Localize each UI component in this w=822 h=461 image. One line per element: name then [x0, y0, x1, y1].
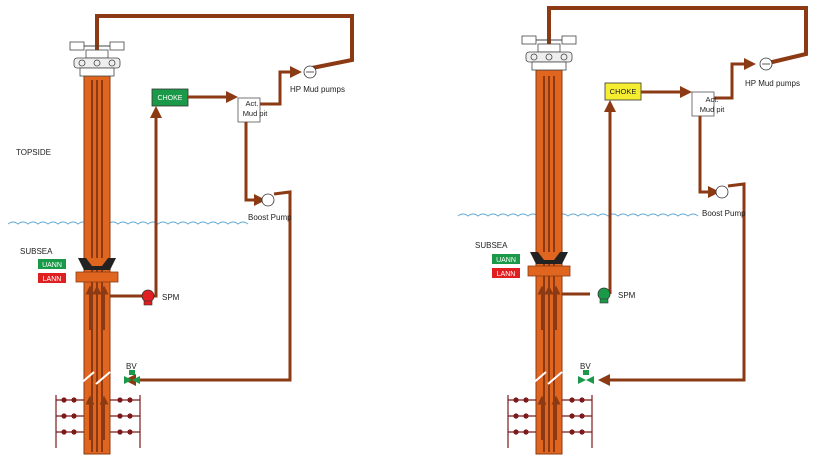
uann-badge	[38, 259, 66, 269]
bv-label: BV	[126, 362, 137, 371]
bv-valve-icon[interactable]	[124, 376, 132, 384]
boost-pump-label: Boost Pump	[702, 209, 746, 218]
spm-label: SPM	[162, 293, 180, 302]
lann-label: LANN	[43, 276, 62, 283]
rig-head	[69, 41, 125, 77]
lann-badge	[492, 268, 520, 278]
sea-surface-wave	[457, 213, 699, 217]
bv-valve-icon[interactable]	[578, 376, 586, 384]
pit-to-hp-line	[258, 66, 302, 106]
choke-label: CHOKE	[158, 95, 183, 102]
subsea-label: SUBSEA	[20, 247, 53, 256]
pit-to-boost-line	[244, 122, 266, 206]
return-line-top	[547, 6, 808, 66]
lann-badge	[38, 273, 66, 283]
hp-pumps-label: HP Mud pumps	[290, 85, 345, 94]
mud-pit-label: Mud pit	[243, 109, 269, 118]
pit-to-hp-line	[712, 58, 756, 100]
panel-left: CHOKE Act. Mud pit HP Mud pumps Boost Pu…	[7, 14, 354, 455]
annular-preventers	[527, 252, 571, 277]
boost-pump-icon[interactable]	[261, 193, 275, 207]
bv-label: BV	[580, 362, 591, 371]
uann-label: UANN	[42, 262, 62, 269]
sea-surface-wave	[7, 221, 249, 225]
wellhead-valves	[55, 395, 141, 448]
pit-to-boost-line	[698, 116, 720, 198]
active-mud-pit	[691, 91, 715, 117]
boost-line	[124, 190, 292, 386]
topside-label: TOPSIDE	[16, 148, 51, 157]
lann-label: LANN	[497, 271, 516, 278]
uann-badge	[492, 254, 520, 264]
spm-pump-icon[interactable]	[141, 289, 155, 303]
active-mud-pit	[237, 97, 261, 123]
act-label: Act.	[706, 95, 719, 104]
panel-right: CHOKE Act. Mud pit HP Mud pumps Boost Pu…	[457, 6, 808, 455]
boost-line	[598, 182, 746, 386]
boost-pump-icon[interactable]	[715, 185, 729, 199]
choke-label: CHOKE	[610, 87, 637, 96]
spm-pump-icon[interactable]	[597, 287, 611, 301]
spm-label: SPM	[618, 291, 636, 300]
act-label: Act.	[246, 99, 259, 108]
uann-label: UANN	[496, 257, 516, 264]
return-line-top	[95, 14, 354, 70]
choke-line	[110, 106, 162, 298]
wellhead-valves	[507, 395, 593, 448]
boost-pump-label: Boost Pump	[248, 213, 292, 222]
subsea-label: SUBSEA	[475, 241, 508, 250]
mud-pit-label: Mud pit	[700, 105, 726, 114]
rig-head	[521, 35, 577, 71]
hp-pumps-label: HP Mud pumps	[745, 79, 800, 88]
annular-preventers	[75, 258, 119, 283]
